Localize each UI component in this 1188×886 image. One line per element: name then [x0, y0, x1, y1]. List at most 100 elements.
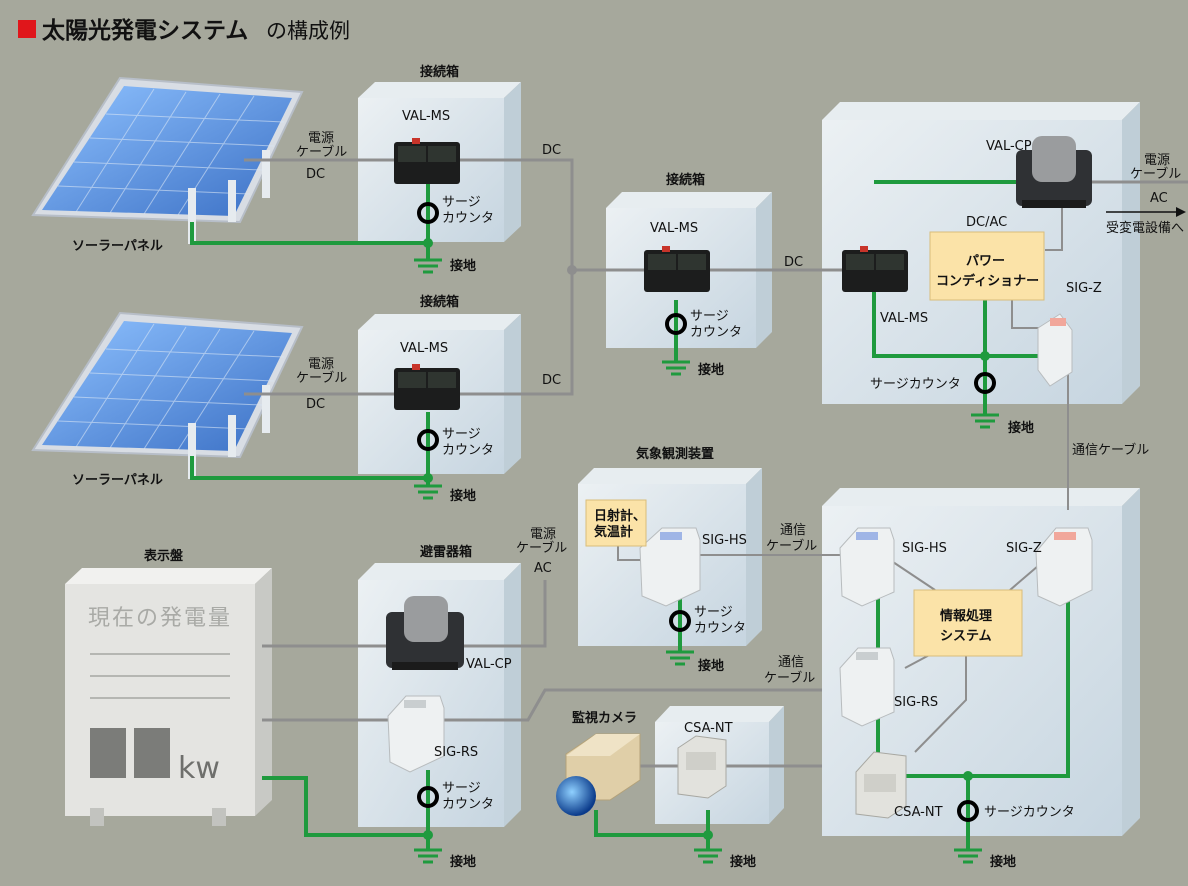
pcs-valms-label: VAL-MS: [880, 311, 928, 326]
surge-counter-icon-jb2: [417, 429, 439, 451]
title-suffix: の構成例: [266, 19, 350, 43]
ground-symbol-info: [954, 848, 982, 864]
jb2-counter-1: サージ: [442, 427, 481, 442]
arrester-sigrs-label: SIG-RS: [434, 745, 478, 760]
info-csant-label: CSA-NT: [894, 805, 943, 820]
arrester-counter-2: カウンタ: [442, 797, 494, 812]
pcs-ground: 接地: [1008, 420, 1034, 436]
arrester-comm-2: ケーブル: [764, 670, 815, 686]
camera-title: 監視カメラ: [572, 710, 637, 726]
jb2-dc-out: DC: [542, 373, 561, 388]
ground-symbol-arrester: [414, 848, 442, 864]
jb3-dc-out: DC: [784, 255, 803, 270]
sensor-unit: [585, 499, 647, 547]
pcs-sigz-label: SIG-Z: [1066, 281, 1102, 296]
arrester-ac: AC: [534, 561, 552, 576]
weather-comm-1: 通信: [780, 523, 806, 538]
surge-counter-icon-jb3: [665, 313, 687, 335]
jb3-title: 接続箱: [666, 172, 705, 188]
info-processing-unit: [913, 589, 1023, 657]
pcs-dcac-label: DC/AC: [966, 215, 1007, 230]
ground-symbol-camera: [694, 848, 722, 864]
pcs-valcp-label: VAL-CP: [986, 139, 1032, 154]
info-sigz-label: SIG-Z: [1006, 541, 1042, 556]
surge-counter-icon-pcs: [974, 372, 996, 394]
val-ms-device-1: [394, 138, 460, 184]
info-ground: 接地: [990, 854, 1016, 870]
info-counter-label: サージカウンタ: [984, 805, 1075, 820]
weather-counter-2: カウンタ: [694, 621, 746, 636]
val-cp-device-pcs: [1016, 136, 1092, 208]
camera-device-label: CSA-NT: [684, 721, 733, 736]
val-ms-device-4: [842, 246, 908, 292]
ground-symbol-jb2: [414, 484, 442, 500]
solar-panel-1-label: ソーラーパネル: [72, 239, 163, 254]
jb3-device-label: VAL-MS: [650, 221, 698, 236]
arrester-cable-1: 電源: [530, 527, 556, 542]
solar-panel-2: [31, 311, 304, 479]
power-conditioner-unit: [929, 231, 1045, 301]
pcs-destination: 受変電設備へ: [1106, 220, 1184, 236]
display-panel: [65, 568, 272, 826]
jb3-counter-2: カウンタ: [690, 325, 742, 340]
arrester-valcp-label: VAL-CP: [466, 657, 512, 672]
jb1-dc-in: DC: [306, 167, 325, 182]
csa-nt-device-info: [855, 751, 907, 819]
weather-counter-1: サージ: [694, 605, 733, 620]
display-heading: 現在の発電量: [88, 606, 232, 631]
val-cp-device-arrester: [386, 596, 464, 670]
surveillance-camera: [556, 733, 641, 816]
jb2-ground: 接地: [450, 488, 476, 504]
pcs-unit-line-1: パワー: [966, 254, 1005, 269]
jb2-counter-2: カウンタ: [442, 443, 494, 458]
jb3-ground: 接地: [698, 362, 724, 378]
jb1-dc-out: DC: [542, 143, 561, 158]
display-unit: kw: [178, 751, 220, 786]
sig-hs-device-weather: [639, 527, 701, 607]
info-unit-1: 情報処理: [940, 608, 992, 624]
solar-panel-1: [31, 76, 304, 244]
pcs-cable-2: ケーブル: [1130, 166, 1181, 182]
weather-ground: 接地: [698, 658, 724, 674]
ground-symbol-pcs: [971, 413, 999, 429]
weather-unit-2: 気温計: [594, 524, 633, 540]
jb1-counter-1: サージ: [442, 195, 481, 210]
camera-ground: 接地: [730, 854, 756, 870]
sig-z-device-pcs: [1037, 313, 1073, 387]
jb1-counter-2: カウンタ: [442, 211, 494, 226]
surge-counter-icon-jb1: [417, 202, 439, 224]
solar-panel-2-label: ソーラーパネル: [72, 473, 163, 488]
jb1-title: 接続箱: [420, 64, 459, 80]
jb1-cable-1: 電源: [308, 131, 334, 146]
arrester-title: 避雷器箱: [420, 544, 472, 560]
weather-title: 気象観測装置: [636, 446, 714, 462]
info-sigrs-label: SIG-RS: [894, 695, 938, 710]
display-title: 表示盤: [143, 548, 184, 564]
arrester-ground: 接地: [450, 854, 476, 870]
jb2-cable-2: ケーブル: [296, 370, 347, 386]
jb1-cable-2: ケーブル: [296, 144, 347, 160]
jb3-counter-1: サージ: [690, 309, 729, 324]
weather-comm-2: ケーブル: [766, 538, 817, 554]
jb2-dc-in: DC: [306, 397, 325, 412]
pcs-cable-1: 電源: [1144, 153, 1170, 168]
weather-sig-label: SIG-HS: [702, 533, 747, 548]
surge-counter-icon-weather: [669, 610, 691, 632]
arrester-cable-2: ケーブル: [516, 540, 567, 556]
dc-junction-dot: [567, 265, 577, 275]
ground-symbol-jb3: [662, 360, 690, 376]
junction-box-1: [358, 82, 521, 242]
pcs-comm-label: 通信ケーブル: [1072, 442, 1149, 458]
info-sighs-label: SIG-HS: [902, 541, 947, 556]
weather-unit-1: 日射計、: [594, 508, 646, 524]
ground-symbol-weather: [666, 650, 694, 666]
title-marker: [18, 20, 36, 38]
pcs-unit-line-2: コンディショナー: [936, 273, 1039, 289]
arrester-counter-1: サージ: [442, 781, 481, 796]
sig-rs-device-arrester: [387, 695, 445, 773]
jb2-title: 接続箱: [420, 294, 459, 310]
csa-nt-device-camera: [677, 735, 727, 799]
val-ms-device-2: [394, 364, 460, 410]
